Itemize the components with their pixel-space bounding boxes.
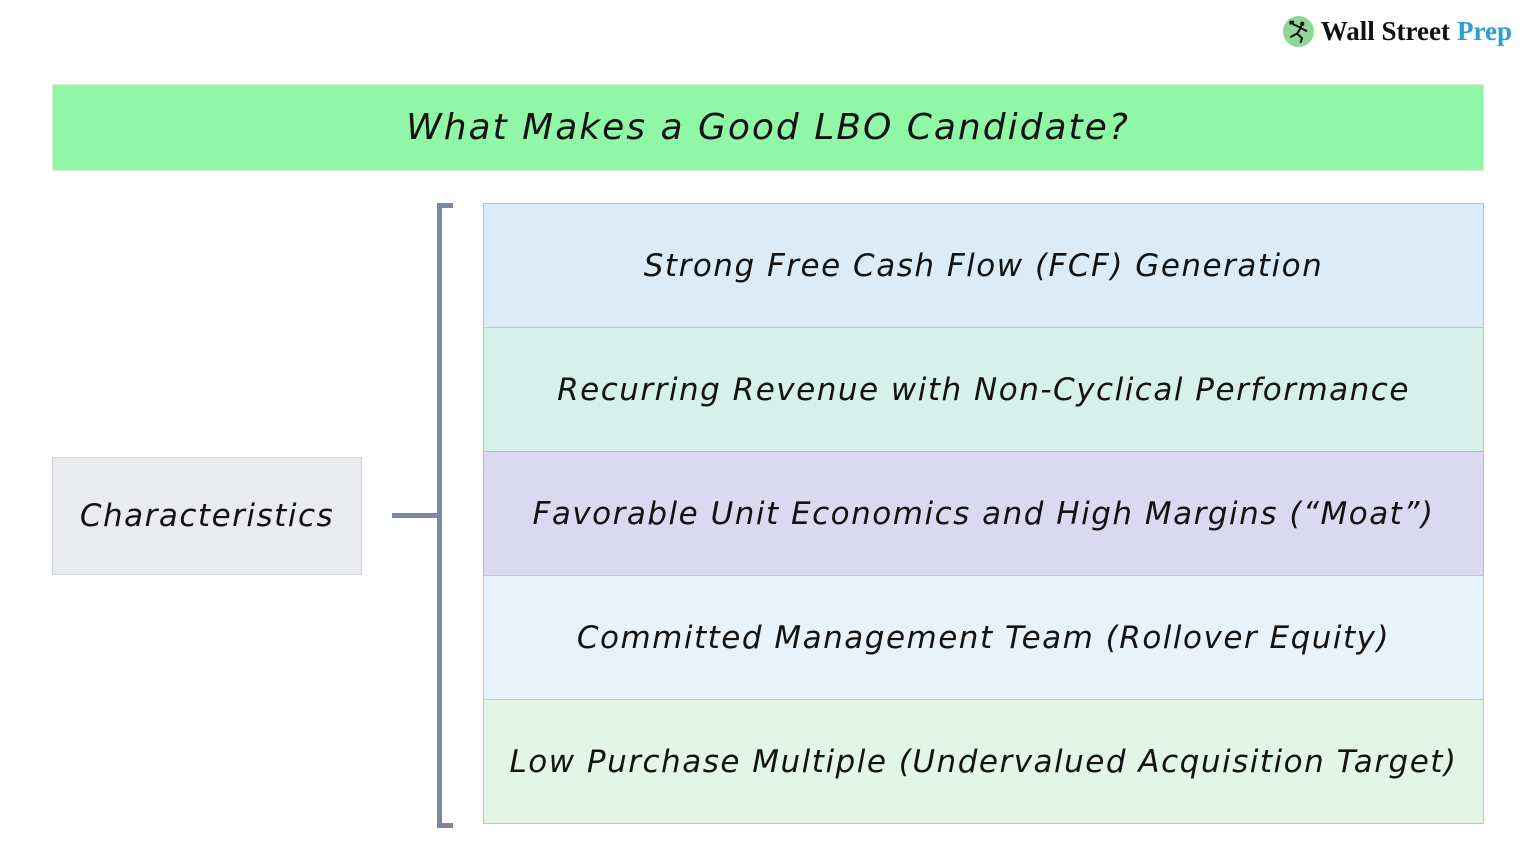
characteristic-row-fcf: Strong Free Cash Flow (FCF) Generation <box>483 203 1484 328</box>
wallstreetprep-logo: Wall Street Prep <box>1282 16 1512 47</box>
characteristics-label: Characteristics <box>79 498 335 534</box>
node-connector-line <box>392 513 442 518</box>
characteristic-row-purchase-multiple: Low Purchase Multiple (Undervalued Acqui… <box>483 699 1484 824</box>
bracket-top-cap <box>437 203 453 208</box>
characteristics-list: Strong Free Cash Flow (FCF) Generation R… <box>483 203 1484 824</box>
characteristic-label: Committed Management Team (Rollover Equi… <box>576 619 1391 656</box>
bracket-bottom-cap <box>437 823 453 828</box>
characteristic-row-recurring-revenue: Recurring Revenue with Non-Cyclical Perf… <box>483 327 1484 452</box>
characteristic-label: Favorable Unit Economics and High Margin… <box>532 495 1435 532</box>
logo-text-black: Wall Street <box>1320 16 1450 46</box>
characteristic-row-management-team: Committed Management Team (Rollover Equi… <box>483 575 1484 700</box>
characteristic-row-unit-economics: Favorable Unit Economics and High Margin… <box>483 451 1484 576</box>
diagram-title-banner: What Makes a Good LBO Candidate? <box>52 84 1484 171</box>
leaping-figure-icon <box>1282 16 1314 47</box>
bracket-vertical-line <box>437 203 442 828</box>
characteristics-node: Characteristics <box>52 457 362 575</box>
characteristic-label: Strong Free Cash Flow (FCF) Generation <box>643 247 1324 284</box>
logo-text-blue: Prep <box>1457 16 1512 46</box>
diagram-title: What Makes a Good LBO Candidate? <box>406 107 1130 148</box>
characteristic-label: Recurring Revenue with Non-Cyclical Perf… <box>557 371 1410 408</box>
characteristic-label: Low Purchase Multiple (Undervalued Acqui… <box>509 743 1458 780</box>
